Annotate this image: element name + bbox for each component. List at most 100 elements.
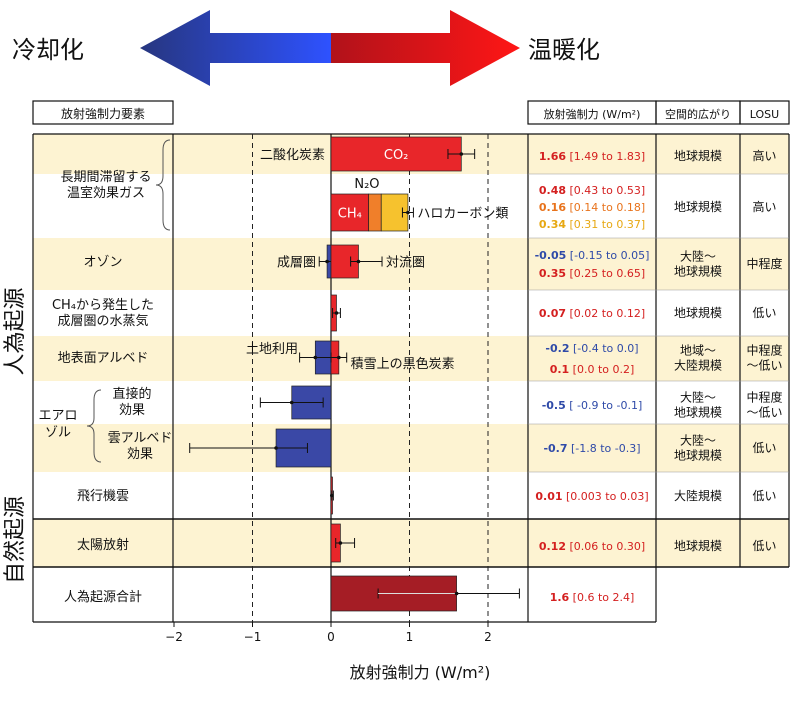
scale-3-line-2: 地球規模 (674, 264, 722, 279)
scale-8: 大陸規模 (674, 488, 722, 503)
losu-4: 低い (752, 306, 776, 320)
x-tick-label: 2 (484, 630, 492, 644)
x-tick-label: 1 (406, 630, 414, 644)
aerosol-label-line-1: エアロ (38, 409, 77, 424)
row-label-10: 人為起源合計 (64, 589, 142, 605)
value-text: -0.5 [ -0.9 to -0.1] (542, 399, 643, 412)
scale-5-line-2: 大陸規模 (674, 358, 722, 373)
value-range: [0.43 to 0.53] (566, 184, 645, 197)
value-range: [0.003 to 0.03] (563, 490, 649, 503)
value-central: 0.34 (539, 218, 566, 231)
scale-3-line-1: 大陸〜 (680, 250, 716, 264)
bar-center-対流圏 (356, 259, 361, 264)
value-range: [-0.15 to 0.05] (566, 249, 649, 262)
value-central: 0.48 (539, 184, 566, 197)
losu-6-line-1: 中程度 (746, 390, 782, 405)
value-text: 0.1 [0.0 to 0.2] (550, 363, 635, 376)
value-text: 0.01 [0.003 to 0.03] (535, 490, 648, 503)
cooling-label: 冷却化 (12, 36, 84, 64)
value-range: [1.49 to 1.83] (566, 150, 645, 163)
value-central: 0.16 (539, 201, 566, 214)
value-central: -0.7 (543, 442, 567, 455)
value-range: [0.06 to 0.30] (566, 540, 645, 553)
bar-side-label: 積雪上の黒色炭素 (351, 356, 455, 372)
bar-side-label: 対流圏 (386, 256, 425, 271)
value-text: -0.05 [-0.15 to 0.05] (535, 249, 650, 262)
value-central: -0.5 (542, 399, 566, 412)
row-label-8: 飛行機雲 (77, 489, 129, 504)
bar-center-直接的効果 (289, 400, 294, 405)
header-rf: 放射強制力 (W/m²) (544, 107, 641, 121)
bar-CO₂ (330, 136, 462, 172)
bar-center-太陽放射 (338, 541, 343, 545)
value-text: 0.48 [0.43 to 0.53] (539, 184, 645, 197)
value-range: [0.14 to 0.18] (566, 201, 645, 214)
losu-5-line-1: 中程度 (746, 343, 782, 358)
row-band (33, 424, 789, 472)
value-central: 0.12 (539, 540, 566, 553)
value-range: [0.0 to 0.2] (569, 363, 634, 376)
value-range: [ -0.9 to -0.1] (566, 399, 643, 412)
bar-center-人為起源合計 (454, 591, 459, 596)
value-central: -0.05 (535, 249, 567, 262)
brace-ghg (155, 139, 171, 231)
row-label-7-line-1: 雲アルベド (108, 431, 173, 446)
losu-3: 中程度 (746, 256, 782, 271)
row-label-1-line-1: 長期間滞留する (60, 170, 151, 185)
group-label-anthropogenic: 人為起源 (3, 287, 28, 375)
scale-6-line-1: 大陸〜 (680, 391, 716, 405)
value-text: -0.7 [-1.8 to -0.3] (543, 442, 640, 455)
value-central: -0.2 (545, 342, 569, 355)
bar-center-ハロカーボン類 (406, 210, 410, 215)
row-band (33, 238, 789, 290)
losu-6-line-2: 〜低い (746, 406, 782, 420)
bar-top-label: N₂O (354, 177, 379, 192)
value-central: 1.66 (539, 150, 566, 163)
group-label-natural: 自然起源 (3, 496, 28, 584)
header-losu: LOSU (750, 108, 779, 121)
bar-center-土地利用 (313, 355, 318, 360)
bar-side-label: 成層圏 (277, 256, 316, 271)
row-label-7-line-2: 効果 (127, 447, 153, 462)
row-label-6-line-1: 直接的 (112, 386, 151, 402)
bar-center-成層圏 (325, 259, 329, 264)
aerosol-label-line-2: ゾル (45, 426, 71, 441)
value-text: 0.35 [0.25 to 0.65] (539, 267, 645, 280)
bar-center-CO₂ (459, 152, 464, 156)
value-range: [0.25 to 0.65] (566, 267, 645, 280)
value-text: 1.6 [0.6 to 2.4] (550, 591, 635, 604)
scale-7-line-2: 地球規模 (674, 448, 722, 463)
bar-center-飛行機雲 (329, 493, 334, 498)
value-text: -0.2 [-0.4 to 0.0] (545, 342, 638, 355)
value-text: 0.16 [0.14 to 0.18] (539, 201, 645, 214)
x-tick-label: 0 (327, 630, 335, 644)
warming-label: 温暖化 (528, 36, 600, 64)
scale-9: 地球規模 (674, 538, 722, 553)
scale-6-line-2: 地球規模 (674, 405, 722, 420)
row-label-4-line-2: 成層圏の水蒸気 (57, 313, 148, 329)
value-range: [-0.4 to 0.0] (569, 342, 638, 355)
row-band (33, 336, 789, 381)
header-cell-losu (739, 100, 790, 125)
bar-inner-label: CH₄ (338, 207, 362, 222)
warming-arrow (331, 10, 520, 86)
value-range: [0.31 to 0.37] (566, 218, 645, 231)
value-central: 1.6 (550, 591, 570, 604)
bar-inner-label: CO₂ (384, 148, 409, 163)
scale-7-line-1: 大陸〜 (680, 434, 716, 448)
bar-center-CH₄ 水蒸気 (334, 311, 339, 315)
bar-center-積雪上の黒色炭素 (337, 355, 341, 360)
row-label-5: 地表面アルベド (58, 351, 149, 366)
value-range: [-1.8 to -0.3] (568, 442, 641, 455)
scale-4: 地球規模 (674, 305, 722, 320)
value-range: [0.6 to 2.4] (569, 591, 634, 604)
row-label-3: オゾン (83, 255, 122, 270)
bar-side-label: ハロカーボン類 (417, 207, 508, 222)
row-label-9: 太陽放射 (77, 537, 129, 553)
value-text: 0.34 [0.31 to 0.37] (539, 218, 645, 231)
brace-aerosol (86, 389, 102, 463)
losu-9: 低い (752, 539, 776, 553)
bar-N₂O (368, 193, 382, 232)
